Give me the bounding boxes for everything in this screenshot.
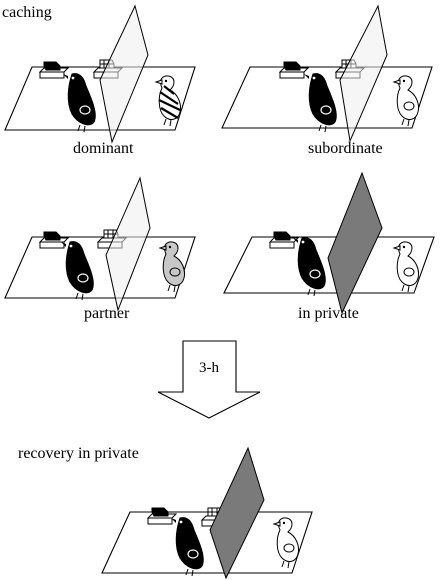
panel-dominant [4,4,196,144]
delay-arrow: 3-h [157,340,261,419]
delay-label: 3-h [199,360,219,376]
opaque-barrier [327,171,383,315]
panel-recovery [101,446,313,580]
transparent-barrier [105,176,151,312]
recovery-title: recovery in private [18,445,139,462]
caching-tray [269,231,299,249]
panel-partner [4,176,196,312]
caching-title: caching [2,4,52,21]
caching-tray [39,61,69,79]
label-partner: partner [84,305,130,322]
opaque-barrier [209,446,265,580]
label-in-private: in private [298,305,359,322]
panel-in-private [223,171,435,315]
caching-tray [279,61,309,79]
label-dominant: dominant [73,140,134,157]
caching-tray [39,231,69,249]
label-subordinate: subordinate [308,140,383,157]
panel-subordinate [221,4,433,143]
caching-tray [147,507,177,525]
transparent-barrier [99,4,149,144]
transparent-barrier [339,4,388,143]
